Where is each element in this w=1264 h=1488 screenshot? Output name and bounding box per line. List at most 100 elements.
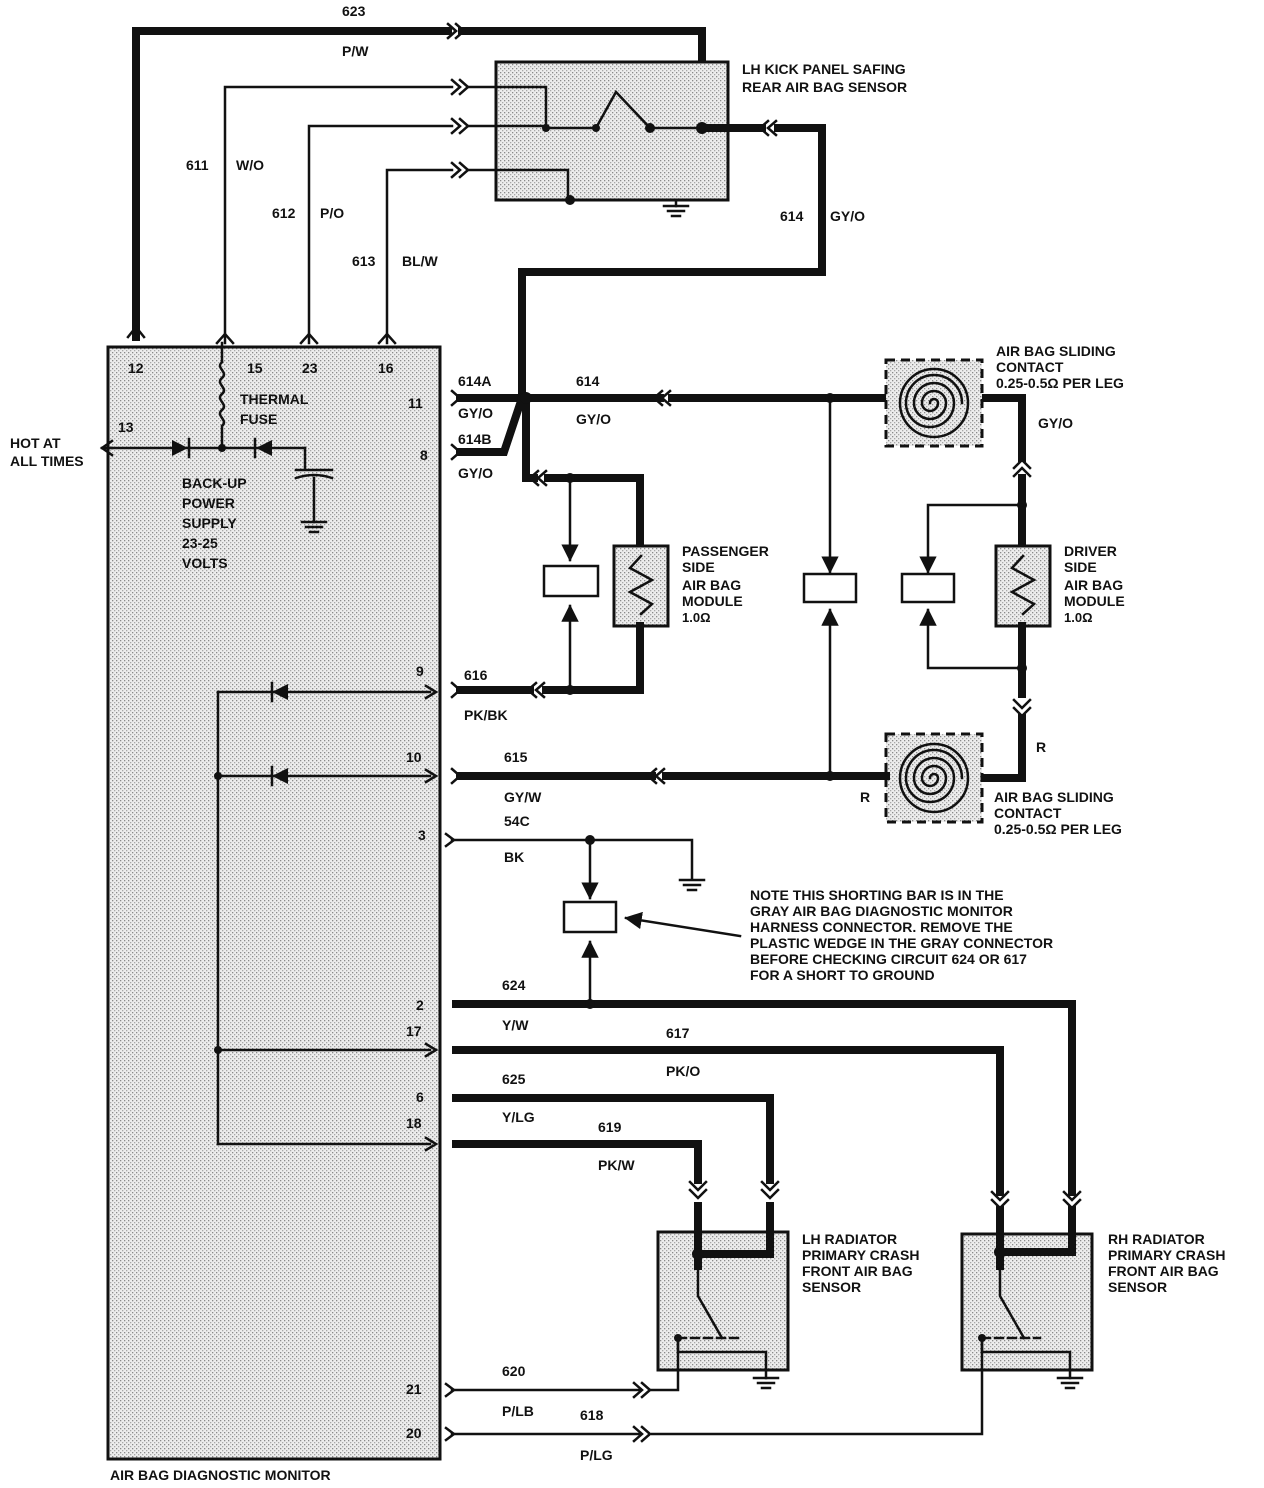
wire-614a-614b: 614A GY/O 614B GY/O 614 GY/O (450, 373, 1004, 552)
monitor-internal-bus (214, 681, 439, 1152)
wire-617-number: 617 (666, 1025, 690, 1041)
sliding-contact-top: AIR BAG SLIDING CONTACT 0.25-0.5Ω PER LE… (884, 343, 1124, 550)
pin-15: 15 (247, 360, 263, 376)
driver-air-bag-module: DRIVER SIDE AIR BAG MODULE 1.0Ω R (900, 500, 1125, 782)
wire-612-number: 612 (272, 205, 296, 221)
sliding-bottom-label-2: CONTACT (994, 805, 1062, 821)
sliding-contact-bottom: R AIR BAG SLIDING CONTACT 0.25-0.5Ω PER … (860, 732, 1122, 837)
wire-619-color: PK/W (598, 1157, 635, 1173)
svg-text:ALL TIMES: ALL TIMES (10, 453, 84, 469)
wire-618-color: P/LG (580, 1447, 613, 1463)
pin-12: 12 (128, 360, 144, 376)
svg-text:FOR A SHORT TO GROUND: FOR A SHORT TO GROUND (750, 967, 935, 983)
lh-radiator-label-1: LH RADIATOR (802, 1231, 897, 1247)
svg-text:BEFORE CHECKING CIRCUIT 624 OR: BEFORE CHECKING CIRCUIT 624 OR 617 (750, 951, 1027, 967)
sliding-top-label-2: CONTACT (996, 359, 1064, 375)
passenger-label-2: SIDE (682, 559, 715, 575)
ground-icon (1056, 1376, 1084, 1390)
svg-text:HOT AT: HOT AT (10, 435, 61, 451)
lh-kick-label-1: LH KICK PANEL SAFING (742, 61, 906, 77)
sliding-bottom-label-1: AIR BAG SLIDING (994, 789, 1114, 805)
wire-614b-color: GY/O (458, 465, 493, 481)
lh-kick-label-2: REAR AIR BAG SENSOR (742, 79, 907, 95)
wire-614a-color: GY/O (458, 405, 493, 421)
monitor-title: AIR BAG DIAGNOSTIC MONITOR (110, 1467, 331, 1483)
wire-612: 612 P/O (272, 117, 470, 345)
wire-623-color: P/W (342, 43, 369, 59)
rh-radiator-label-2: PRIMARY CRASH (1108, 1247, 1225, 1263)
wire-614b-number: 614B (458, 431, 491, 447)
wire-625-number: 625 (502, 1071, 526, 1087)
pin-20: 20 (406, 1425, 422, 1441)
lh-radiator-label-4: SENSOR (802, 1279, 861, 1295)
passenger-air-bag-module: PASSENGER SIDE AIR BAG MODULE 1.0Ω (542, 476, 769, 695)
ground-icon (662, 204, 690, 218)
backup-label-1: BACK-UP (182, 475, 247, 491)
wire-618: 618 P/LG (444, 1407, 652, 1463)
wire-618-number: 618 (580, 1407, 604, 1423)
wire-614-color: GY/O (830, 208, 865, 224)
wire-613-color: BL/W (402, 253, 439, 269)
wire-611-color: W/O (236, 157, 264, 173)
rh-radiator-label-4: SENSOR (1108, 1279, 1167, 1295)
rh-radiator-sensor: RH RADIATOR PRIMARY CRASH FRONT AIR BAG … (650, 1206, 1225, 1436)
passenger-label-3: AIR BAG (682, 577, 741, 593)
pin-18: 18 (406, 1115, 422, 1131)
wire-616-color: PK/BK (464, 707, 508, 723)
wire-gy-o-right: GY/O (1038, 415, 1073, 431)
wire-611: 611 W/O (186, 78, 470, 345)
wire-619-number: 619 (598, 1119, 622, 1135)
backup-label-4: 23-25 (182, 535, 218, 551)
pin-2: 2 (416, 997, 424, 1013)
wire-54c-color: BK (504, 849, 524, 865)
ground-icon (300, 520, 328, 534)
diode-fuse (256, 440, 272, 456)
thermal-fuse-label-1: THERMAL (240, 391, 309, 407)
wire-624-number: 624 (502, 977, 526, 993)
wire-620-color: P/LB (502, 1403, 534, 1419)
pin-17: 17 (406, 1023, 422, 1039)
pin-23: 23 (302, 360, 318, 376)
wire-625: 625 Y/LG (452, 1071, 780, 1200)
wire-617: 617 PK/O (452, 1025, 1010, 1210)
pin-9: 9 (416, 663, 424, 679)
rh-radiator-label-1: RH RADIATOR (1108, 1231, 1205, 1247)
sliding-top-label-1: AIR BAG SLIDING (996, 343, 1116, 359)
pin-8: 8 (420, 447, 428, 463)
wire-620: 620 P/LB (444, 1363, 652, 1419)
backup-label-3: SUPPLY (182, 515, 237, 531)
thermal-fuse-label-2: FUSE (240, 411, 277, 427)
pin-10: 10 (406, 749, 422, 765)
svg-text:GRAY AIR BAG DIAGNOSTIC MONITO: GRAY AIR BAG DIAGNOSTIC MONITOR (750, 903, 1013, 919)
lh-kick-panel-safing-sensor: LH KICK PANEL SAFING REAR AIR BAG SENSOR (466, 60, 907, 218)
backup-label-5: VOLTS (182, 555, 228, 571)
sliding-bottom-label-3: 0.25-0.5Ω PER LEG (994, 821, 1122, 837)
wire-624: 624 Y/W (452, 977, 1082, 1210)
wire-r-bottom: R (860, 789, 870, 805)
driver-label-4: MODULE (1064, 593, 1125, 609)
ground-icon (752, 1376, 780, 1390)
sliding-top-label-3: 0.25-0.5Ω PER LEG (996, 375, 1124, 391)
wire-613-number: 613 (352, 253, 376, 269)
wire-623-number: 623 (342, 3, 366, 19)
backup-label-2: POWER (182, 495, 235, 511)
svg-text:HARNESS CONNECTOR. REMOVE THE: HARNESS CONNECTOR. REMOVE THE (750, 919, 1013, 935)
pin-21: 21 (406, 1381, 422, 1397)
wire-611-number: 611 (186, 157, 209, 173)
pin-3: 3 (418, 827, 426, 843)
wire-614-h-color: GY/O (576, 411, 611, 427)
air-bag-diagnostic-monitor: 12 15 23 16 11 13 8 9 10 3 2 17 6 18 21 … (106, 341, 442, 1483)
wire-625-color: Y/LG (502, 1109, 535, 1125)
passenger-label-5: 1.0Ω (682, 610, 711, 625)
thermal-fuse-circuit (110, 341, 334, 534)
wire-612-color: P/O (320, 205, 344, 221)
passenger-label-4: MODULE (682, 593, 743, 609)
svg-text:PLASTIC WEDGE IN THE GRAY CONN: PLASTIC WEDGE IN THE GRAY CONNECTOR (750, 935, 1053, 951)
pin-16: 16 (378, 360, 394, 376)
passenger-label-1: PASSENGER (682, 543, 769, 559)
lh-radiator-label-2: PRIMARY CRASH (802, 1247, 919, 1263)
wire-615-number: 615 (504, 749, 528, 765)
wire-614-number: 614 (780, 208, 804, 224)
wire-614-h-number: 614 (576, 373, 600, 389)
